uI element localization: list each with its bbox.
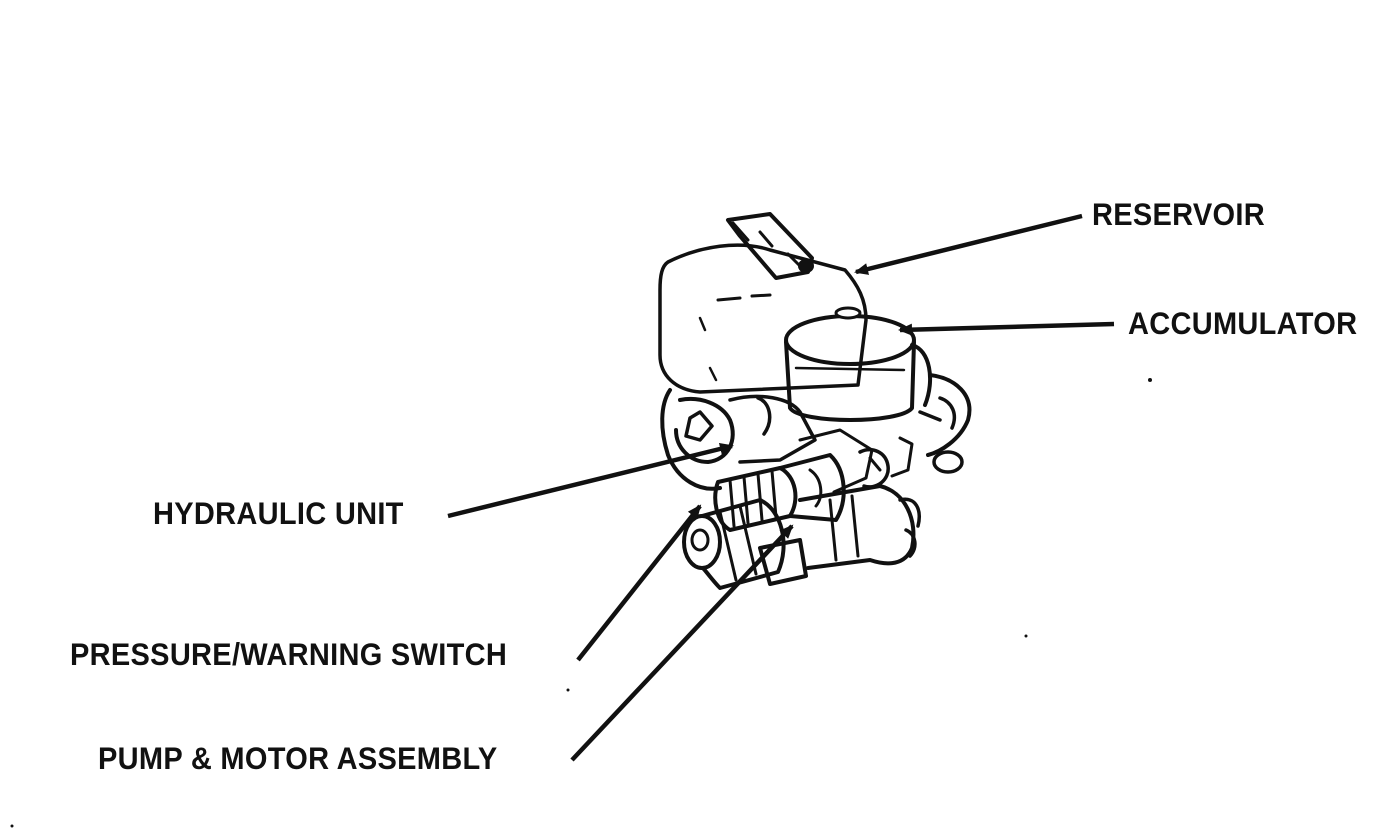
label-pump-motor-assembly: PUMP & MOTOR ASSEMBLY [98,741,498,777]
leader-reservoir [854,213,1083,275]
reservoir-drawing [658,212,868,394]
accumulator-drawing [784,306,972,474]
leader-accumulator [898,321,1115,336]
hydraulic-unit-drawing [660,388,914,494]
label-reservoir: RESERVOIR [1092,197,1265,233]
leader-pressure-switch [576,504,702,662]
leader-hydraulic-unit [447,443,734,519]
label-pressure-warning-switch: PRESSURE/WARNING SWITCH [70,637,508,673]
scan-specks [10,378,1152,828]
leader-pump-motor [570,524,794,762]
leader-lines [447,213,1115,762]
label-accumulator: ACCUMULATOR [1128,306,1358,342]
pump-motor-drawing [682,484,921,590]
pressure-switch-drawing [713,453,846,532]
label-hydraulic-unit: HYDRAULIC UNIT [153,496,404,532]
